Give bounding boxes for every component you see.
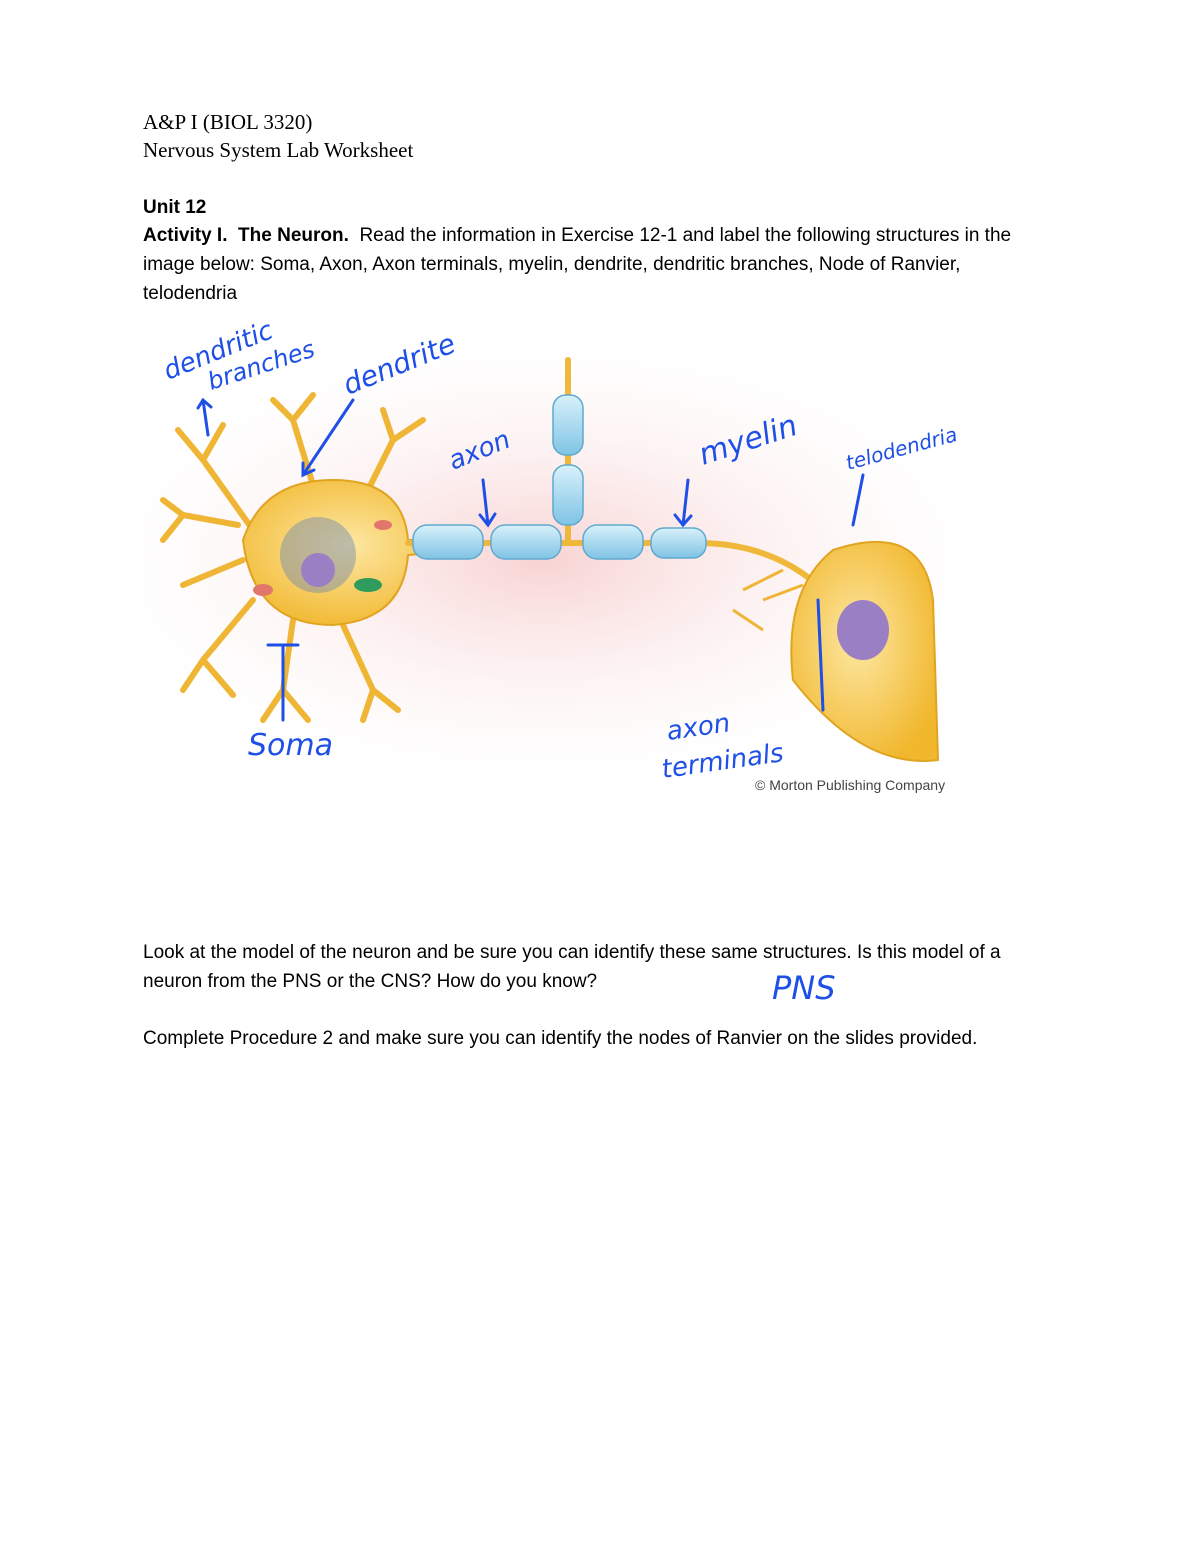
- annotation-arrows: [196, 397, 865, 722]
- worksheet-title: Nervous System Lab Worksheet: [143, 138, 414, 162]
- course-title: A&P I (BIOL 3320): [143, 110, 313, 134]
- dendrites: [160, 392, 426, 723]
- answer-pns-text: PNS: [772, 969, 836, 1007]
- myelin-sheath: [412, 394, 707, 560]
- target-cell: [732, 540, 940, 762]
- question-1-text: Look at the model of the neuron and be s…: [143, 942, 1001, 992]
- question-1: Look at the model of the neuron and be s…: [143, 938, 1043, 996]
- question-2: Complete Procedure 2 and make sure you c…: [143, 1028, 978, 1049]
- nucleolus: [301, 553, 335, 587]
- activity-name: The Neuron.: [238, 225, 349, 246]
- copyright-notice: © Morton Publishing Company: [755, 777, 945, 793]
- soma-cell-body: [241, 478, 474, 627]
- activity-instructions: Activity I. The Neuron. Read the informa…: [143, 221, 1043, 308]
- unit-heading: Unit 12: [143, 197, 207, 218]
- answer-pns: PNS: [772, 969, 836, 1007]
- tissue-background: [143, 350, 963, 770]
- label-soma: Soma: [248, 728, 333, 763]
- neuron-diagram: dendritic branches dendrite axon myelin …: [143, 316, 963, 793]
- activity-label: Activity I.: [143, 225, 228, 246]
- activity-text: Read the information in Exercise 12-1 an…: [143, 225, 1012, 304]
